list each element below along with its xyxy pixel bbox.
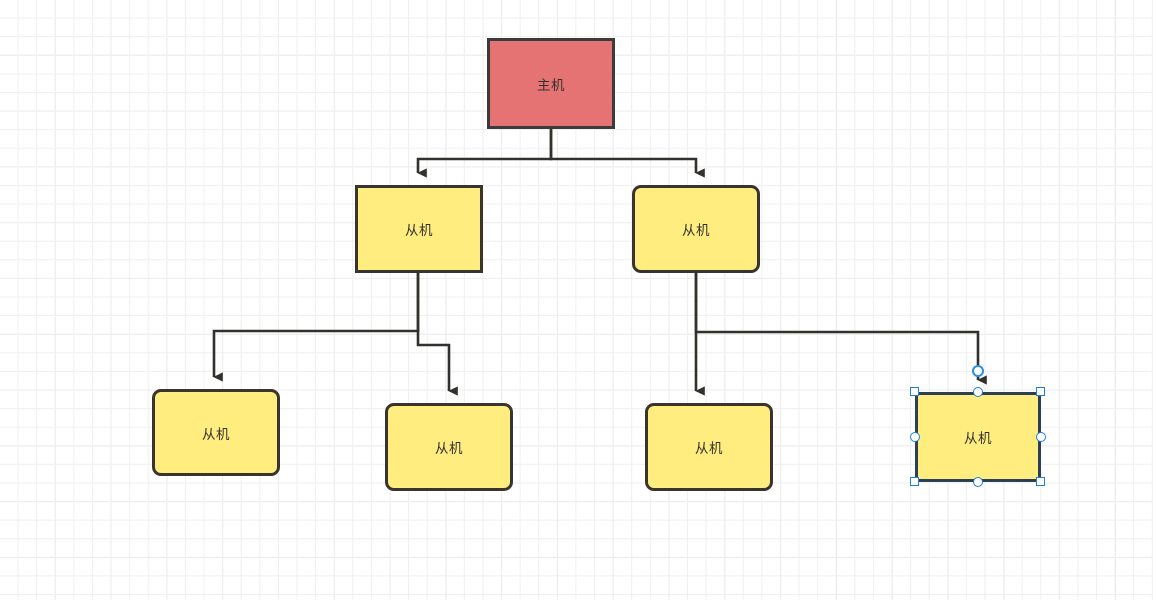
node-slave-l2-d-label: 从机 xyxy=(964,431,992,446)
node-slave-l1-right[interactable]: 从机 xyxy=(632,185,760,273)
edge-host-to-l1-left[interactable] xyxy=(416,129,553,178)
node-slave-l1-left[interactable]: 从机 xyxy=(355,185,483,273)
edge-endpoint-handle[interactable] xyxy=(972,365,984,377)
node-slave-l2-b-label: 从机 xyxy=(435,441,463,456)
edge-l1-left-to-l2-b[interactable] xyxy=(416,273,458,396)
node-slave-l2-a[interactable]: 从机 xyxy=(152,389,280,476)
edge-host-to-l1-right[interactable] xyxy=(549,129,705,178)
handle-bottom-right[interactable] xyxy=(1036,477,1045,486)
edge-l1-left-to-l2-a[interactable] xyxy=(212,273,420,382)
handle-middle-right[interactable] xyxy=(1036,432,1046,442)
handle-top-center[interactable] xyxy=(973,387,983,397)
handle-top-left[interactable] xyxy=(910,387,919,396)
edge-l1-right-to-l2-d[interactable] xyxy=(694,273,987,385)
handle-bottom-left[interactable] xyxy=(910,477,919,486)
node-slave-l1-right-label: 从机 xyxy=(682,223,710,238)
node-slave-l2-c[interactable]: 从机 xyxy=(645,403,773,491)
node-slave-l2-a-label: 从机 xyxy=(202,426,230,442)
node-slave-l2-d-selected[interactable]: 从机 xyxy=(915,392,1041,482)
node-slave-l2-b[interactable]: 从机 xyxy=(385,403,513,491)
node-slave-l2-c-label: 从机 xyxy=(695,441,723,456)
handle-top-right[interactable] xyxy=(1036,387,1045,396)
node-host-label: 主机 xyxy=(537,77,565,93)
node-slave-l1-left-label: 从机 xyxy=(405,223,433,238)
node-host[interactable]: 主机 xyxy=(487,38,615,129)
handle-bottom-center[interactable] xyxy=(973,477,983,487)
handle-middle-left[interactable] xyxy=(910,432,920,442)
